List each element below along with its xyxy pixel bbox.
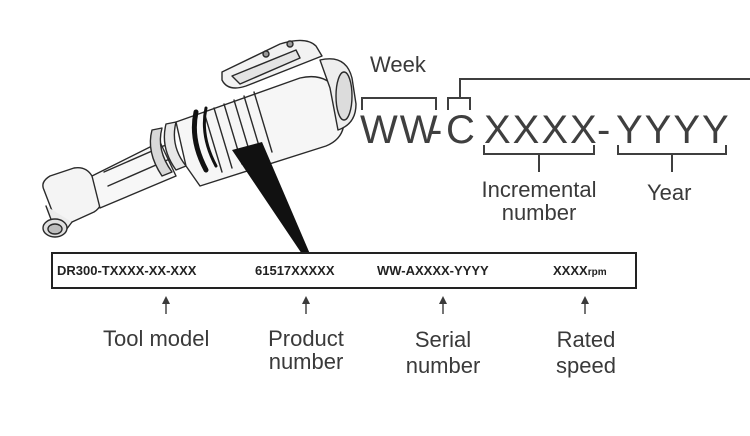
code-week-digits: WW: [360, 108, 440, 152]
nameplate-tool-model: DR300-TXXXX-XX-XXX: [57, 263, 197, 278]
code-dash-1: -: [429, 108, 445, 152]
callout-rated-speed: Rated speed: [544, 327, 628, 380]
callout-tool-model: Tool model: [103, 326, 210, 351]
rated-speed-unit: rpm: [587, 267, 607, 278]
callout-product-number: Product number: [256, 327, 356, 373]
code-dash-2: -: [597, 108, 613, 152]
nameplate-rated-speed: XXXXrpm: [553, 264, 607, 278]
nameplate: DR300-TXXXX-XX-XXX 61517XXXXX WW-AXXXX-Y…: [51, 252, 637, 289]
callout-serial-line1: Serial: [414, 327, 472, 352]
incremental-label-line1: Incremental: [481, 177, 597, 202]
callout-product-line1: Product: [268, 326, 344, 351]
year-label: Year: [647, 180, 692, 205]
callout-speed-line1: Rated: [556, 327, 616, 352]
callout-serial-line2: number: [405, 353, 481, 379]
code-incremental-digits: XXXX: [484, 108, 599, 152]
incremental-number-label: Incremental number: [477, 178, 601, 224]
code-year-digits: YYYY: [616, 108, 731, 152]
callout-speed-line2: speed: [556, 353, 616, 379]
nameplate-product-number: 61517XXXXX: [255, 263, 335, 278]
callout-serial-number: Serial number: [393, 327, 493, 380]
code-letter-c: C: [446, 108, 477, 152]
callout-product-line2: number: [268, 349, 344, 375]
incremental-label-line2: number: [501, 200, 577, 226]
rated-speed-value: XXXX: [553, 263, 588, 278]
nameplate-serial-number: WW-AXXXX-YYYY: [377, 263, 489, 278]
week-label: Week: [370, 52, 426, 77]
